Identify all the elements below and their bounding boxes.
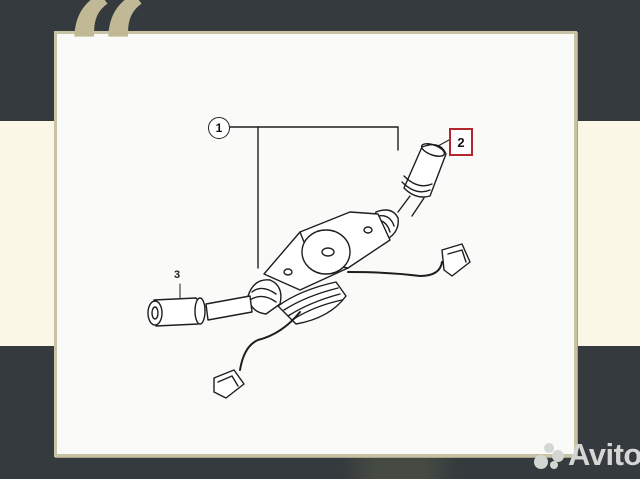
avito-watermark: Avito: [534, 437, 640, 473]
avito-text: Avito: [568, 437, 640, 472]
harness-wire-right: [347, 261, 443, 277]
callout-2-highlighted: 2: [449, 128, 473, 156]
callout-1: 1: [208, 117, 230, 139]
callout-3: 3: [174, 269, 181, 281]
harness-wire-left: [239, 311, 301, 371]
connector-right: [441, 243, 471, 277]
frame-shadow: [340, 457, 460, 479]
switch-body: [263, 211, 391, 325]
leader-line-1: [229, 126, 399, 151]
right-lever-knob: [397, 143, 447, 217]
quote-mark-icon: “: [64, 0, 150, 141]
leader-line-2: [437, 139, 450, 147]
avito-dots-icon: [534, 441, 566, 469]
left-lever-knob: [147, 297, 206, 327]
connector-left: [213, 369, 245, 399]
